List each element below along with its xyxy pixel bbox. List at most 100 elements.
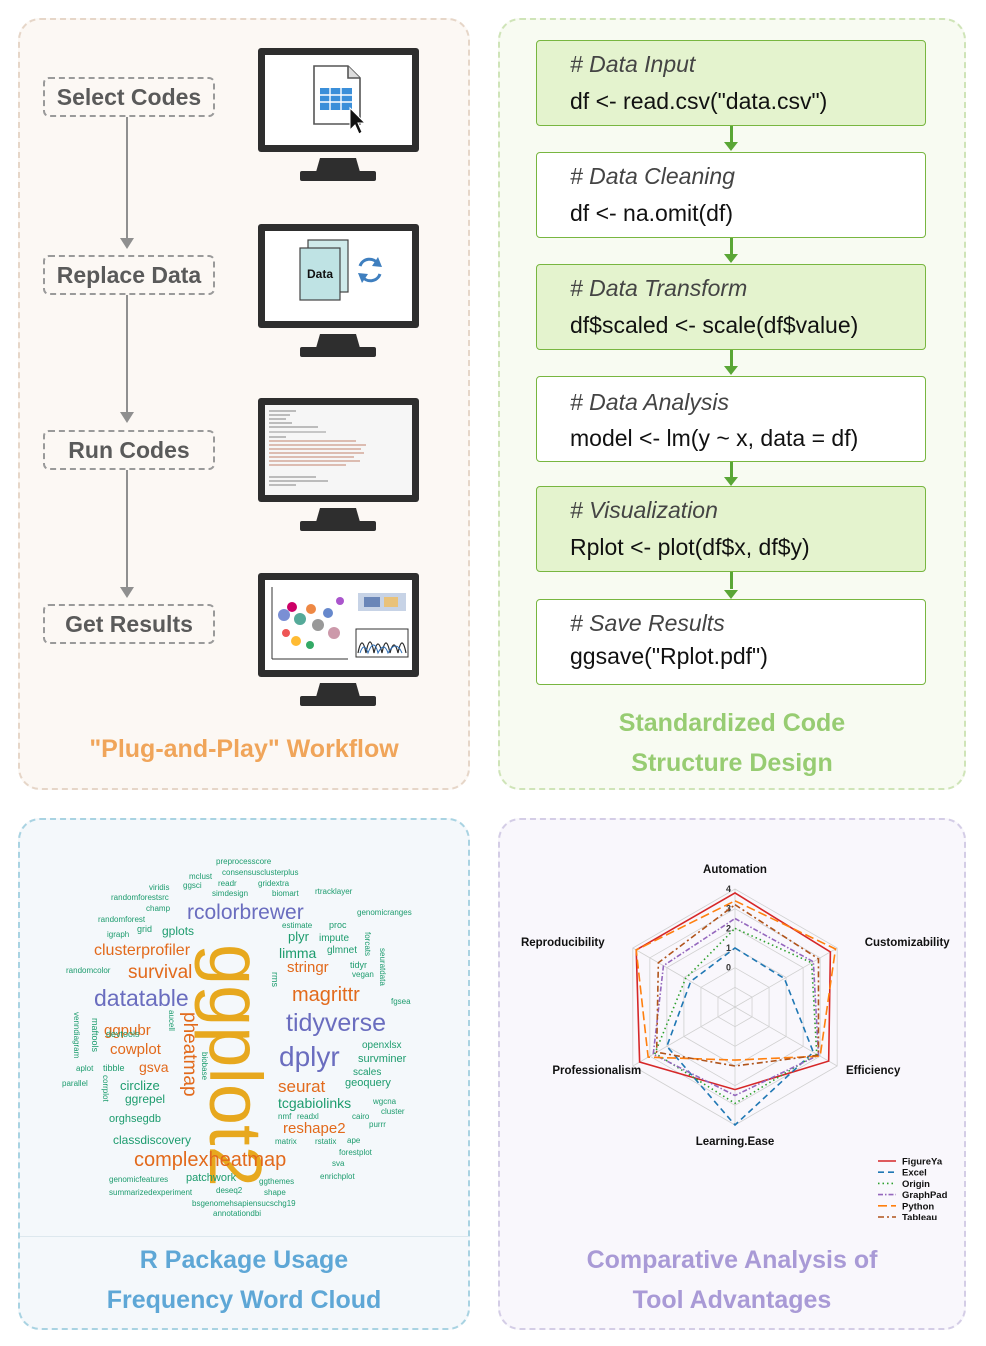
word-cloud-term: maftools	[90, 1018, 100, 1053]
word-cloud-term: ape	[347, 1136, 361, 1145]
code-flow-connector	[730, 572, 733, 589]
code-flow-connector	[730, 462, 733, 479]
word-cloud-term: rtracklayer	[315, 887, 353, 896]
workflow-caption: "Plug-and-Play" Workflow	[89, 735, 399, 763]
radar-tick-label: 4	[726, 884, 731, 894]
word-cloud-term: aucell	[167, 1010, 176, 1031]
radar-chart: 01234AutomationCustomizabilityEfficiency…	[521, 864, 951, 1220]
radar-tick-label: 1	[726, 943, 731, 953]
code-flow-arrowhead	[724, 142, 738, 151]
monitor-select-codes	[258, 48, 419, 181]
code-block-visualization: # Visualization Rplot <- plot(df$x, df$y…	[536, 486, 926, 572]
scatter-plot-icon	[271, 587, 348, 660]
word-cloud-term: tcgabiolinks	[278, 1095, 352, 1111]
radar-axis-line	[632, 1006, 736, 1067]
word-cloud-term: scales	[353, 1067, 382, 1078]
code-flow-arrowhead	[724, 254, 738, 263]
flow-arrowhead	[120, 238, 134, 249]
word-cloud-term: ggthemes	[259, 1177, 295, 1186]
code-line: ggsave("Rplot.pdf")	[570, 643, 768, 669]
word-cloud-term: estimate	[282, 921, 313, 930]
radar-axis-line	[734, 1006, 838, 1067]
word-cloud-term: genomicranges	[357, 908, 412, 917]
word-cloud-term: ggrepel	[125, 1092, 166, 1106]
data-file-label: Data	[307, 267, 333, 281]
code-flow-connector	[730, 238, 733, 255]
word-cloud-term: summarizedexperiment	[109, 1188, 193, 1197]
code-lines-icon	[269, 410, 366, 486]
word-cloud-term: bsgenomehsapiensucschg19	[192, 1199, 296, 1208]
radar-axis-label: Reproducibility	[521, 937, 605, 949]
word-cloud-term: viridis	[149, 883, 170, 892]
word-cloud-term: grid	[137, 924, 153, 934]
word-cloud-term: rms	[270, 972, 280, 987]
word-cloud-term: parallel	[62, 1079, 88, 1088]
word-cloud-term: geoquery	[345, 1077, 391, 1089]
code-block-data-cleaning: # Data Cleaning df <- na.omit(df)	[536, 152, 926, 238]
select-codes-step: Select Codes	[43, 77, 215, 117]
word-cloud-term: biomart	[272, 889, 299, 898]
word-cloud-term: cairo	[352, 1112, 370, 1121]
code-line: model <- lm(y ~ x, data = df)	[570, 425, 859, 451]
word-cloud-term: tibble	[103, 1063, 125, 1073]
word-cloud-term: corrplot	[101, 1075, 110, 1102]
word-cloud-term: nmf	[278, 1112, 292, 1121]
cursor-icon	[349, 106, 367, 135]
radar-series-line	[652, 917, 820, 1097]
flow-connector	[126, 295, 128, 413]
code-comment: # Visualization	[570, 497, 718, 523]
spreadsheet-file-icon	[313, 65, 361, 125]
word-cloud-term: cluster	[381, 1107, 405, 1116]
radar-axis-label: Efficiency	[846, 1065, 901, 1077]
word-cloud-term: classdiscovery	[113, 1133, 192, 1147]
word-cloud-term: datatable	[94, 985, 189, 1011]
word-cloud-term: limma	[279, 945, 317, 961]
get-results-step: Get Results	[43, 604, 215, 644]
code-comment: # Data Analysis	[570, 389, 729, 415]
radar-axis-line	[632, 947, 736, 1008]
word-cloud-term: pheatmap	[179, 1012, 200, 1097]
word-cloud-term: plyr	[288, 929, 309, 944]
code-line: Rplot <- plot(df$x, df$y)	[570, 534, 810, 560]
code-flow-connector	[730, 350, 733, 367]
word-cloud-term: tidyverse	[286, 1009, 387, 1037]
radar-tick-label: 2	[726, 923, 731, 933]
radar-series-line	[635, 899, 837, 1061]
word-cloud-term: impute	[319, 933, 350, 944]
word-cloud-term: wgcna	[373, 1097, 397, 1106]
word-cloud-term: sva	[332, 1159, 345, 1168]
word-cloud-term: deseq2	[216, 1186, 243, 1195]
word-cloud-term: survival	[128, 962, 193, 983]
radar-axis-label: Customizability	[865, 937, 951, 949]
word-cloud-term: biobase	[200, 1052, 209, 1081]
radar-legend-label: Python	[902, 1201, 934, 1212]
code-line: df <- na.omit(df)	[570, 200, 733, 226]
word-cloud-term: survminer	[358, 1053, 407, 1065]
flow-arrowhead	[120, 587, 134, 598]
word-cloud-term: shape	[264, 1188, 286, 1197]
word-cloud-term: stringr	[287, 959, 329, 976]
word-cloud-term: clusterprofiler	[94, 942, 191, 959]
radar-legend-label: Excel	[902, 1168, 927, 1179]
word-cloud-term: magrittr	[292, 984, 360, 1006]
code-block-data-input: # Data Input df <- read.csv("data.csv")	[536, 40, 926, 126]
code-structure-caption-line2: Structure Design	[631, 749, 833, 777]
code-flow-arrowhead	[724, 477, 738, 486]
flow-connector	[126, 470, 128, 588]
code-block-data-transform: # Data Transform df$scaled <- scale(df$v…	[536, 264, 926, 350]
code-structure-caption-line1: Standardized Code	[618, 709, 846, 737]
radar-axis-label: Professionalism	[552, 1065, 641, 1077]
run-codes-step: Run Codes	[43, 430, 215, 470]
code-comment: # Data Cleaning	[570, 163, 735, 189]
radar-axis-label: Automation	[703, 864, 767, 876]
word-cloud-term: patchwork	[186, 1172, 237, 1184]
word-cloud-term: devtools	[106, 1029, 140, 1039]
word-cloud-term: purrr	[369, 1120, 386, 1129]
monitor-get-results	[258, 573, 419, 706]
word-cloud-term: venndiagram	[72, 1012, 81, 1059]
radar-tick-label: 0	[726, 963, 731, 973]
radar-caption-line1: Comparative Analysis of	[586, 1246, 878, 1274]
code-block-save-results: # Save Results ggsave("Rplot.pdf")	[536, 599, 926, 685]
monitor-replace-data: Data	[258, 224, 419, 357]
word-cloud-term: forestplot	[339, 1148, 372, 1157]
